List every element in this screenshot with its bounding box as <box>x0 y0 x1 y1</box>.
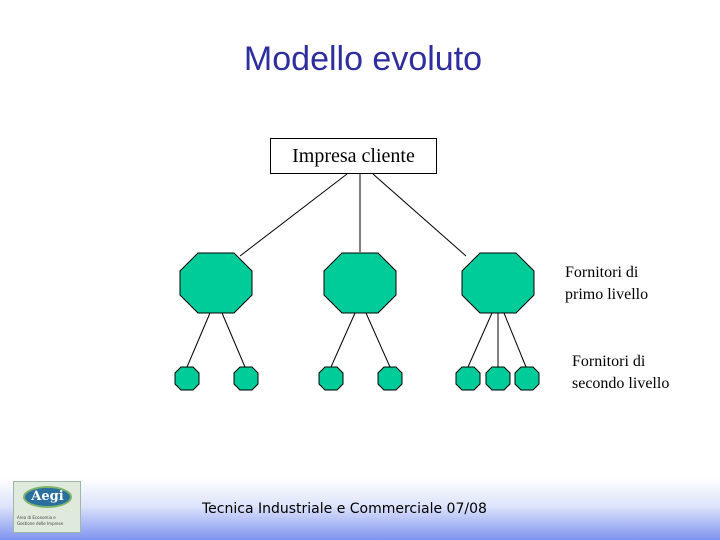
second-level-suppliers <box>174 366 540 391</box>
supplier-l2-node-5 <box>455 366 481 391</box>
second-level-label-line-1: Fornitori di <box>572 353 646 370</box>
footer-course-text: Tecnica Industriale e Commerciale 07/08 <box>202 501 487 517</box>
aegi-logo-badge: Aegi <box>23 486 72 508</box>
first-level-label-line-1: Fornitori di <box>565 264 639 281</box>
second-level-label: Fornitori di secondo livello <box>572 351 669 395</box>
connector-s2-sub-2 <box>365 312 391 368</box>
supplier-l2-node-2 <box>233 366 259 391</box>
connector-root-supplier-1 <box>239 173 348 257</box>
supplier-l2-node-1 <box>174 366 200 391</box>
connector-s2-sub-1 <box>330 312 356 368</box>
aegi-logo-caption-line-1: Area di Economia e <box>17 515 56 520</box>
connector-root-supplier-3 <box>372 173 467 257</box>
root-node-impresa-cliente: Impresa cliente <box>270 138 437 174</box>
first-level-label: Fornitori di primo livello <box>565 262 648 306</box>
first-level-label-line-2: primo livello <box>565 286 649 303</box>
supplier-l1-node-3 <box>461 252 535 314</box>
supplier-l2-node-4 <box>377 366 403 391</box>
connector-s3-sub-1 <box>467 312 493 368</box>
second-level-label-line-2: secondo livello <box>572 375 670 392</box>
first-level-suppliers <box>179 252 535 314</box>
connector-lines <box>186 173 527 368</box>
aegi-logo-caption-line-2: Gestione delle Imprese <box>17 521 64 526</box>
supplier-l1-node-1 <box>179 252 253 314</box>
supplier-l2-node-3 <box>318 366 344 391</box>
aegi-logo: Aegi Area di Economia e Gestione delle I… <box>13 481 81 533</box>
supplier-l2-node-6 <box>485 366 511 391</box>
slide-title: Modello evoluto <box>243 40 483 78</box>
supplier-l2-node-7 <box>514 366 540 391</box>
footer-band <box>0 478 720 540</box>
supplier-l1-node-2 <box>323 252 397 314</box>
connector-s1-sub-2 <box>221 312 246 368</box>
connector-s3-sub-3 <box>503 312 527 368</box>
connector-s1-sub-1 <box>186 312 211 368</box>
aegi-logo-caption: Area di Economia e Gestione delle Impres… <box>17 515 79 527</box>
